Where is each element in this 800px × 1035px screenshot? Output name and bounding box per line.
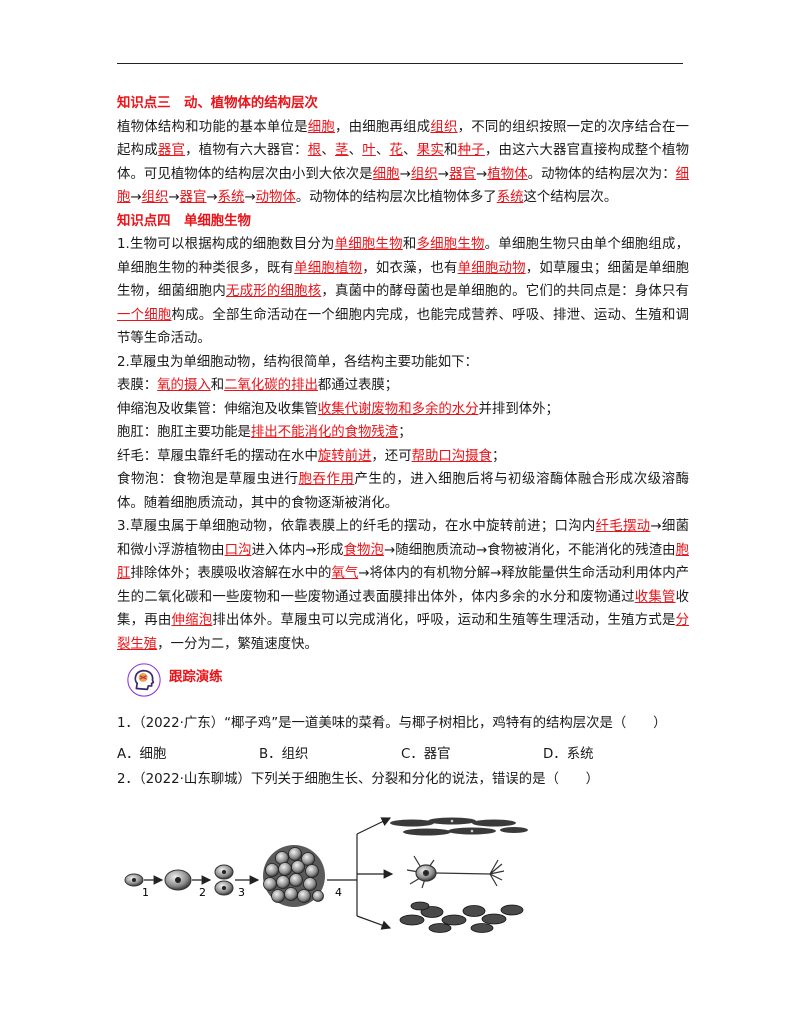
answer: 系统 xyxy=(217,190,245,205)
answer: 根 xyxy=(307,143,322,158)
answer: 收集代谢废物和多余的水分 xyxy=(317,401,479,417)
single-cell xyxy=(124,873,144,887)
answer: 茎 xyxy=(335,143,349,158)
item-shensuopao: 伸缩泡及收集管：伸缩泡及收集管收集代谢废物和多余的水分并排到体外； xyxy=(117,401,559,417)
answer: 氧气 xyxy=(331,566,359,581)
step-label-2: 2 xyxy=(199,886,206,899)
item-baogang: 胞肛：胞肛主要功能是排出不能消化的食物残渣； xyxy=(117,425,412,440)
answer: 单细胞生物 xyxy=(334,237,403,252)
option-d[interactable]: D．系统 xyxy=(543,746,594,762)
answer: 种子 xyxy=(457,143,485,158)
content: 知识点三 动、植物体的结构层次 植物体结构和功能的基本单位是细胞，由细胞再组成组… xyxy=(117,92,689,791)
heading-k3: 知识点三 动、植物体的结构层次 xyxy=(117,96,318,111)
blood-cells xyxy=(399,901,524,933)
answer: 花 xyxy=(389,143,404,158)
item-shiwupao: 食物泡：食物泡是草履虫进行胞吞作用产生的，进入细胞后将与初级溶酶体融合形成次级溶… xyxy=(117,472,690,511)
paragraph-k4-2: 2.草履虫为单细胞动物，结构很简单，各结构主要功能如下： xyxy=(117,354,478,370)
answer: 伸缩泡 xyxy=(171,613,213,628)
step-label-4: 4 xyxy=(335,886,342,899)
answer: 无成形的细胞核 xyxy=(226,284,322,299)
question-1-stem: 1．（2022·广东）“椰子鸡”是一道美味的菜肴。与椰子树相比，鸡特有的结构层次… xyxy=(117,716,667,731)
heading-k4: 知识点四 单细胞生物 xyxy=(117,213,251,229)
answer: 细胞 xyxy=(372,166,400,182)
paragraph-k4-1: 1.生物可以根据构成的细胞数目分为单细胞生物和多细胞生物。单细胞生物只由单个细胞… xyxy=(117,237,690,346)
nerve-cell xyxy=(406,855,505,889)
cell-division-figure: 1 2 3 4 xyxy=(124,817,528,933)
answer: 器官 xyxy=(157,143,186,158)
answer: 组织 xyxy=(141,190,169,205)
answer: 细胞 xyxy=(117,166,690,206)
answer: 单细胞动物 xyxy=(457,260,526,276)
track-practice-header: 跟踪演练 xyxy=(127,663,689,697)
item-biaomo: 表膜：氧的摄入和二氧化碳的排出都通过表膜； xyxy=(117,378,399,393)
option-a[interactable]: A．细胞 xyxy=(117,746,167,762)
answer: 一个细胞 xyxy=(117,307,172,323)
answer: 收集管 xyxy=(634,589,676,605)
answer: 器官 xyxy=(449,166,476,182)
answer: 排出不能消化的食物残渣 xyxy=(250,425,399,440)
answer: 帮助口沟摄食 xyxy=(411,448,492,464)
muscle-cells xyxy=(390,817,528,836)
answer: 动物体 xyxy=(255,190,296,205)
answer: 旋转前进 xyxy=(317,448,372,464)
answer: 纤毛摆动 xyxy=(595,519,651,534)
track-practice-title: 跟踪演练 xyxy=(169,670,223,685)
step-label-3: 3 xyxy=(238,886,245,899)
answer: 多细胞生物 xyxy=(416,237,485,252)
answer: 器官 xyxy=(179,190,207,205)
question-2-stem: 2．（2022·山东聊城）下列关于细胞生长、分裂和分化的说法，错误的是（ ） xyxy=(117,771,600,787)
cell-cluster xyxy=(263,845,325,907)
answer: 组织 xyxy=(430,119,458,135)
answer: 食物泡 xyxy=(343,542,384,558)
item-xianmao: 纤毛：草履虫靠纤毛的摆动在水中旋转前进，还可帮助口沟摄食； xyxy=(117,448,506,464)
answer: 单细胞植物 xyxy=(294,260,363,276)
option-b[interactable]: B．组织 xyxy=(259,746,309,762)
answer: 组织 xyxy=(410,166,438,182)
step-label-1: 1 xyxy=(142,886,149,899)
growing-cell xyxy=(164,869,192,891)
brain-head-icon xyxy=(127,663,161,697)
dividing-cells xyxy=(214,864,234,896)
answer: 分裂生殖 xyxy=(117,613,690,652)
paragraph-k4-3: 3.草履虫属于单细胞动物，依靠表膜上的纤毛的摆动，在水中旋转前进；口沟内纤毛摆动… xyxy=(117,519,690,652)
answer: 口沟 xyxy=(224,542,252,558)
header-rule xyxy=(117,63,683,64)
answer: 果实 xyxy=(416,143,444,158)
paragraph-k3: 植物体结构和功能的基本单位是细胞，由细胞再组成组织，不同的组织按照一定的次序结合… xyxy=(117,119,690,206)
answer: 细胞 xyxy=(307,119,335,135)
answer: 系统 xyxy=(496,190,524,205)
answer: 植物体 xyxy=(487,166,528,182)
answer: 叶 xyxy=(362,143,376,158)
question-1-options: A．细胞 B．组织 C．器官 D．系统 xyxy=(117,742,689,762)
answer: 胞肛 xyxy=(117,542,690,582)
answer: 氧的摄入 xyxy=(157,378,211,393)
option-c[interactable]: C．器官 xyxy=(401,746,451,762)
answer: 胞吞作用 xyxy=(298,472,355,487)
answer: 二氧化碳的排出 xyxy=(224,378,318,393)
